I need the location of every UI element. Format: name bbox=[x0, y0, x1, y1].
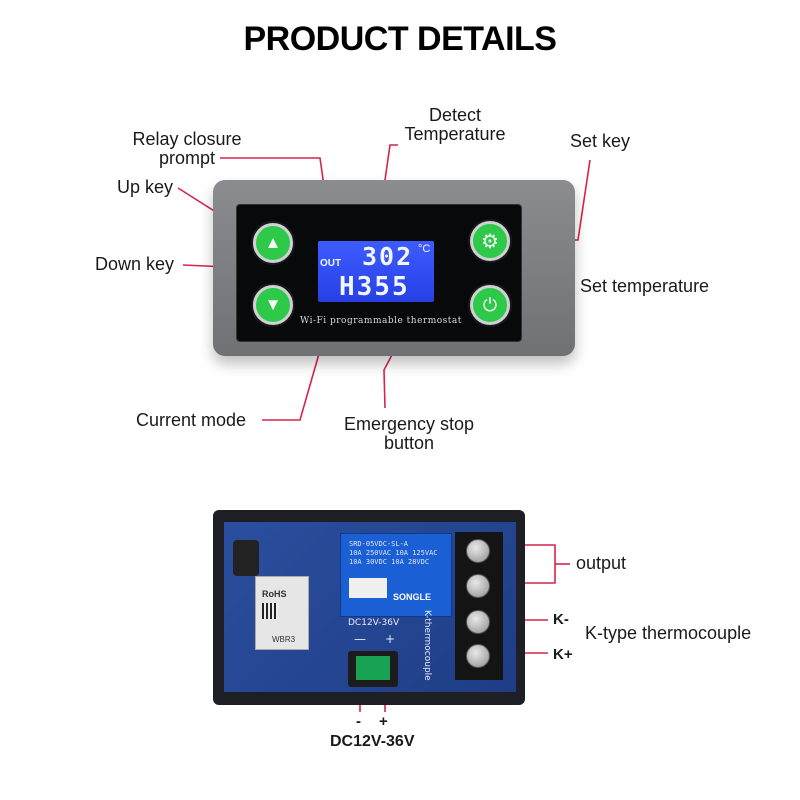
out-indicator: OUT bbox=[320, 258, 342, 269]
set-key-button[interactable]: ⚙ bbox=[470, 221, 510, 261]
relay-closure-prompt-label: Relay closure prompt bbox=[132, 129, 242, 168]
k-type-thermocouple-label: K-type thermocouple bbox=[585, 623, 752, 643]
module-label: WBR3 bbox=[272, 635, 296, 644]
set-temperature-label: Set temperature bbox=[580, 276, 710, 296]
gear-icon: ⚙ bbox=[481, 230, 499, 253]
relay-cert-mark bbox=[349, 578, 387, 598]
power-terminal[interactable] bbox=[356, 656, 390, 680]
triangle-down-icon: ▼ bbox=[264, 295, 282, 314]
down-key-button[interactable]: ▼ bbox=[253, 285, 293, 325]
output-label: output bbox=[576, 553, 627, 573]
detect-temperature-label: Detect Temperature bbox=[404, 105, 506, 144]
up-key-label: Up key bbox=[117, 177, 174, 197]
k-plus-label: K+ bbox=[553, 646, 573, 663]
module-cert-text: RoHS bbox=[262, 589, 287, 599]
terminal-screw-output-1[interactable] bbox=[466, 539, 490, 563]
supply-voltage-label: DC12V-36V bbox=[330, 733, 415, 750]
triangle-up-icon: ▲ bbox=[264, 233, 282, 252]
page-title: PRODUCT DETAILS bbox=[243, 20, 557, 58]
silk-minus-mark: — bbox=[354, 632, 366, 646]
supply-minus-label: - bbox=[356, 713, 361, 730]
silk-supply-label: DC12V-36V bbox=[348, 618, 400, 628]
capacitor bbox=[233, 540, 259, 576]
power-icon: ⏻ bbox=[482, 294, 498, 315]
qr-code-icon bbox=[262, 603, 278, 619]
down-key-label: Down key bbox=[95, 254, 175, 274]
panel-caption: Wi-Fi programmable thermostat bbox=[300, 316, 462, 326]
set-temperature-value: H355 bbox=[339, 272, 410, 302]
supply-plus-label: + bbox=[379, 713, 388, 730]
emergency-stop-label: Emergency stop button bbox=[343, 414, 475, 453]
wifi-module: RoHS WBR3 bbox=[255, 576, 309, 650]
relay: SRD-05VDC-SL-A 10A 250VAC 10A 125VAC 10A… bbox=[340, 533, 452, 617]
detected-temperature-value: 302 bbox=[362, 242, 414, 271]
relay-brand: SONGLE bbox=[393, 592, 432, 602]
terminal-screw-output-2[interactable] bbox=[466, 574, 490, 598]
terminal-screw-k-minus[interactable] bbox=[466, 610, 490, 634]
set-key-label: Set key bbox=[570, 131, 631, 151]
silk-plus-mark: + bbox=[385, 632, 396, 646]
up-key-button[interactable]: ▲ bbox=[253, 223, 293, 263]
lcd-display bbox=[318, 241, 434, 302]
temperature-unit: °C bbox=[418, 243, 431, 255]
emergency-stop-button[interactable]: ⏻ bbox=[470, 285, 510, 325]
terminal-screw-k-plus[interactable] bbox=[466, 644, 490, 668]
silk-thermocouple-label: K-thermocouple bbox=[422, 610, 432, 681]
relay-spec-text: SRD-05VDC-SL-A 10A 250VAC 10A 125VAC 10A… bbox=[349, 540, 438, 566]
k-minus-label: K- bbox=[553, 611, 569, 628]
current-mode-label: Current mode bbox=[136, 410, 247, 430]
